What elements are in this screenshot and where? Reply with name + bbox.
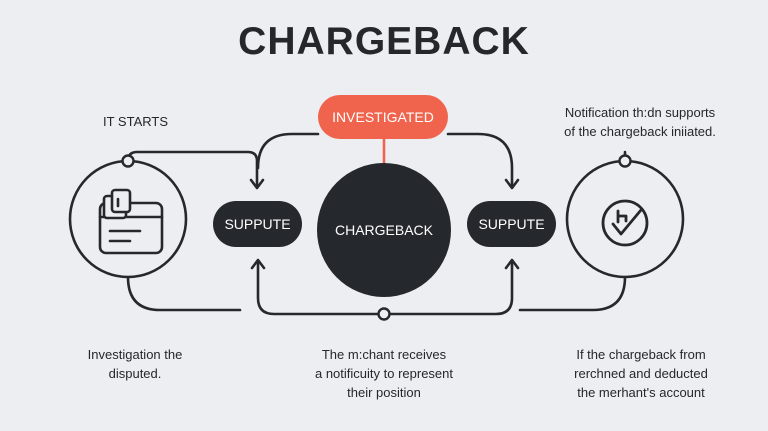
- left-suppute-node: SUPPUTE: [213, 201, 302, 247]
- label-result-line-2: rerchned and deducted: [574, 366, 708, 381]
- investigated-node: INVESTIGATED: [318, 95, 448, 139]
- right-suppute-node: SUPPUTE: [467, 201, 556, 247]
- label-merchant-line-1: The m:chant receives: [321, 347, 447, 362]
- arrow-left-bottom: [250, 258, 266, 270]
- node-dot-bottom: [377, 307, 391, 321]
- node-dot-left: [121, 154, 135, 168]
- node-dot-right: [618, 154, 632, 168]
- diagram-title: CHARGEBACK: [238, 20, 530, 63]
- label-investigation-line-2: disputed.: [108, 366, 162, 381]
- label-it-starts: IT STARTS: [103, 114, 169, 129]
- arrow-right-top: [504, 178, 520, 190]
- label-chargeback-result: If the chargeback from rerchned and dedu…: [555, 345, 727, 402]
- label-result-line-1: If the chargeback from: [576, 347, 706, 362]
- arrow-right-bottom: [504, 258, 520, 270]
- left-stage-circle: [68, 159, 188, 279]
- arrow-left-top: [249, 178, 265, 190]
- label-notification: Notification th:dn supports of the charg…: [555, 103, 725, 141]
- check-icon: [601, 199, 649, 247]
- label-investigation-line-1: Investigation the: [87, 347, 183, 362]
- label-notification-line-1: Notification th:dn supports: [564, 105, 716, 120]
- chargeback-core-node: CHARGEBACK: [317, 163, 451, 297]
- label-merchant-receives: The m:chant receives a notificuity to re…: [294, 345, 474, 402]
- connector-investigated-right: [446, 132, 514, 187]
- label-result-line-3: the merhant's account: [577, 385, 705, 400]
- label-investigation: Investigation the disputed.: [70, 345, 200, 383]
- connector-right-bottom: [518, 275, 627, 312]
- label-notification-line-2: of the chargeback iniiated.: [564, 124, 716, 139]
- card-icon: [98, 188, 164, 255]
- connector-left-bottom: [126, 275, 242, 312]
- connector-investigated-left: [256, 132, 320, 170]
- connector-left-top: [126, 150, 259, 187]
- label-merchant-line-3: their position: [347, 385, 421, 400]
- label-merchant-line-2: a notificuity to represent: [314, 366, 454, 381]
